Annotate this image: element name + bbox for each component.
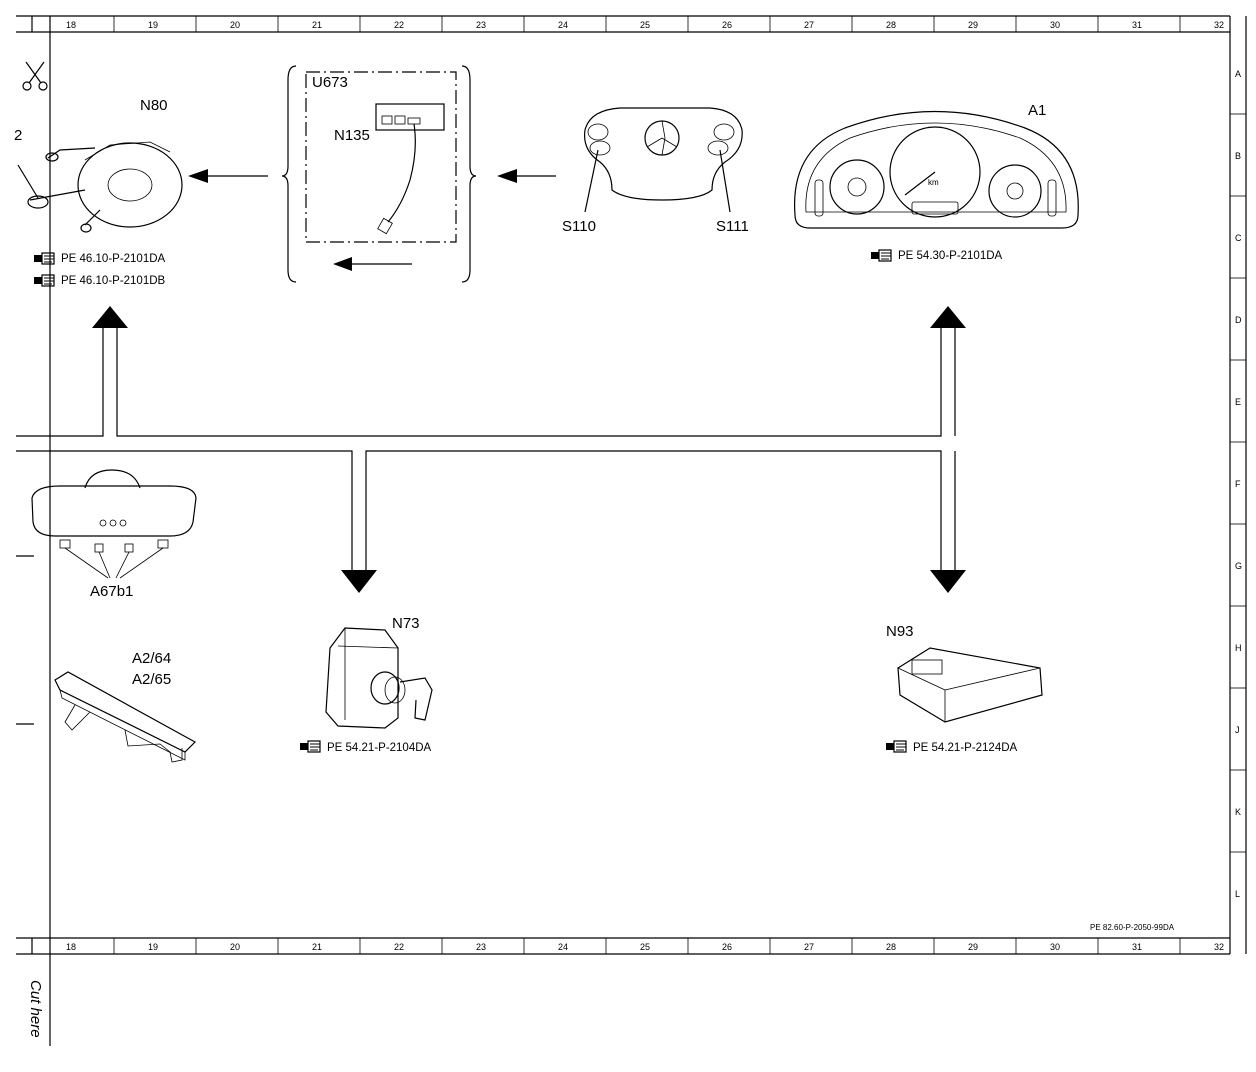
reference-hand-icon [885,740,907,753]
n80-ref-1: PE 46.10-P-2101DA [61,253,166,265]
column-label: 29 [968,942,978,952]
n73-ignition-switch-drawing [325,627,433,729]
reference-hand-icon [33,252,55,265]
column-label: 19 [148,20,158,30]
a1-instrument-cluster-drawing: km [793,110,1079,229]
column-label: 30 [1050,20,1060,30]
column-label: 25 [640,20,650,30]
row-label: G [1235,561,1242,571]
row-label: K [1235,807,1241,817]
column-label: 22 [394,942,404,952]
row-label: L [1235,889,1240,899]
row-label: F [1235,479,1241,489]
n80-switch-drawing [17,141,183,233]
arrow-steering-to-u673 [497,169,556,183]
column-ruler-bottom: 18 19 20 21 22 23 24 25 26 27 28 29 30 31 32 [66,938,1224,954]
a2-64-label: A2/64 [132,650,171,667]
column-label: 27 [804,20,814,30]
column-label: 30 [1050,942,1060,952]
column-label: 24 [558,942,568,952]
n93-control-unit-drawing [897,647,1043,723]
drawing-frame [16,15,1247,955]
column-label: 26 [722,20,732,30]
column-label: 28 [886,20,896,30]
column-label: 28 [886,942,896,952]
row-ruler: A B C D E F G H J K L [1230,69,1246,899]
column-label: 18 [66,20,76,30]
column-label: 23 [476,942,486,952]
a67b1-label: A67b1 [90,583,133,600]
row-label: E [1235,397,1241,407]
row-label: B [1235,151,1241,161]
s110-label: S110 [562,218,596,235]
bus-lines [16,306,966,593]
column-label: 21 [312,20,322,30]
row-label: C [1235,233,1242,243]
n135-label: N135 [334,127,370,144]
u673-label: U673 [312,74,348,91]
reference-hand-icon [870,249,892,262]
column-label: 19 [148,942,158,952]
column-label: 24 [558,20,568,30]
reference-hand-icon [299,740,321,753]
row-label: H [1235,643,1242,653]
u673-bracket-group [281,65,477,283]
n93-ref: PE 54.21-P-2124DA [913,742,1018,754]
column-label: 20 [230,20,240,30]
arrow-u673-to-n80 [188,169,268,183]
a2-antenna-module-drawing [16,671,196,763]
column-label: 21 [312,942,322,952]
n80-label: N80 [140,97,168,114]
row-label: D [1235,315,1242,325]
svg-text:km: km [928,178,939,187]
n73-ref: PE 54.21-P-2104DA [327,742,432,754]
n93-label: N93 [886,623,914,640]
column-label: 23 [476,20,486,30]
a1-label: A1 [1028,102,1046,119]
column-label: 31 [1132,942,1142,952]
footer-reference: PE 82.60-P-2050-99DA [1090,923,1175,932]
row-label: A [1235,69,1241,79]
column-label: 22 [394,20,404,30]
n80-ref-2: PE 46.10-P-2101DB [61,275,166,287]
column-label: 26 [722,942,732,952]
column-label: 18 [66,942,76,952]
scissors-icon [22,61,48,91]
a1-ref: PE 54.30-P-2101DA [898,250,1003,262]
column-label: 20 [230,942,240,952]
n73-label: N73 [392,615,420,632]
column-label: 27 [804,942,814,952]
column-label: 25 [640,942,650,952]
n80-side-label: 2 [14,127,22,144]
a2-65-label: A2/65 [132,671,171,688]
column-ruler-top: 18 19 20 21 22 23 24 25 26 27 28 29 30 31 32 [66,16,1224,32]
column-label: 29 [968,20,978,30]
column-label: 32 [1214,20,1224,30]
steering-wheel-drawing [583,107,743,213]
column-label: 31 [1132,20,1142,30]
a67b1-mirror-drawing [16,469,197,579]
cut-here-label: Cut here [27,980,44,1038]
column-label: 32 [1214,942,1224,952]
reference-hand-icon [33,274,55,287]
row-label: J [1235,725,1240,735]
s111-label: S111 [716,218,749,235]
